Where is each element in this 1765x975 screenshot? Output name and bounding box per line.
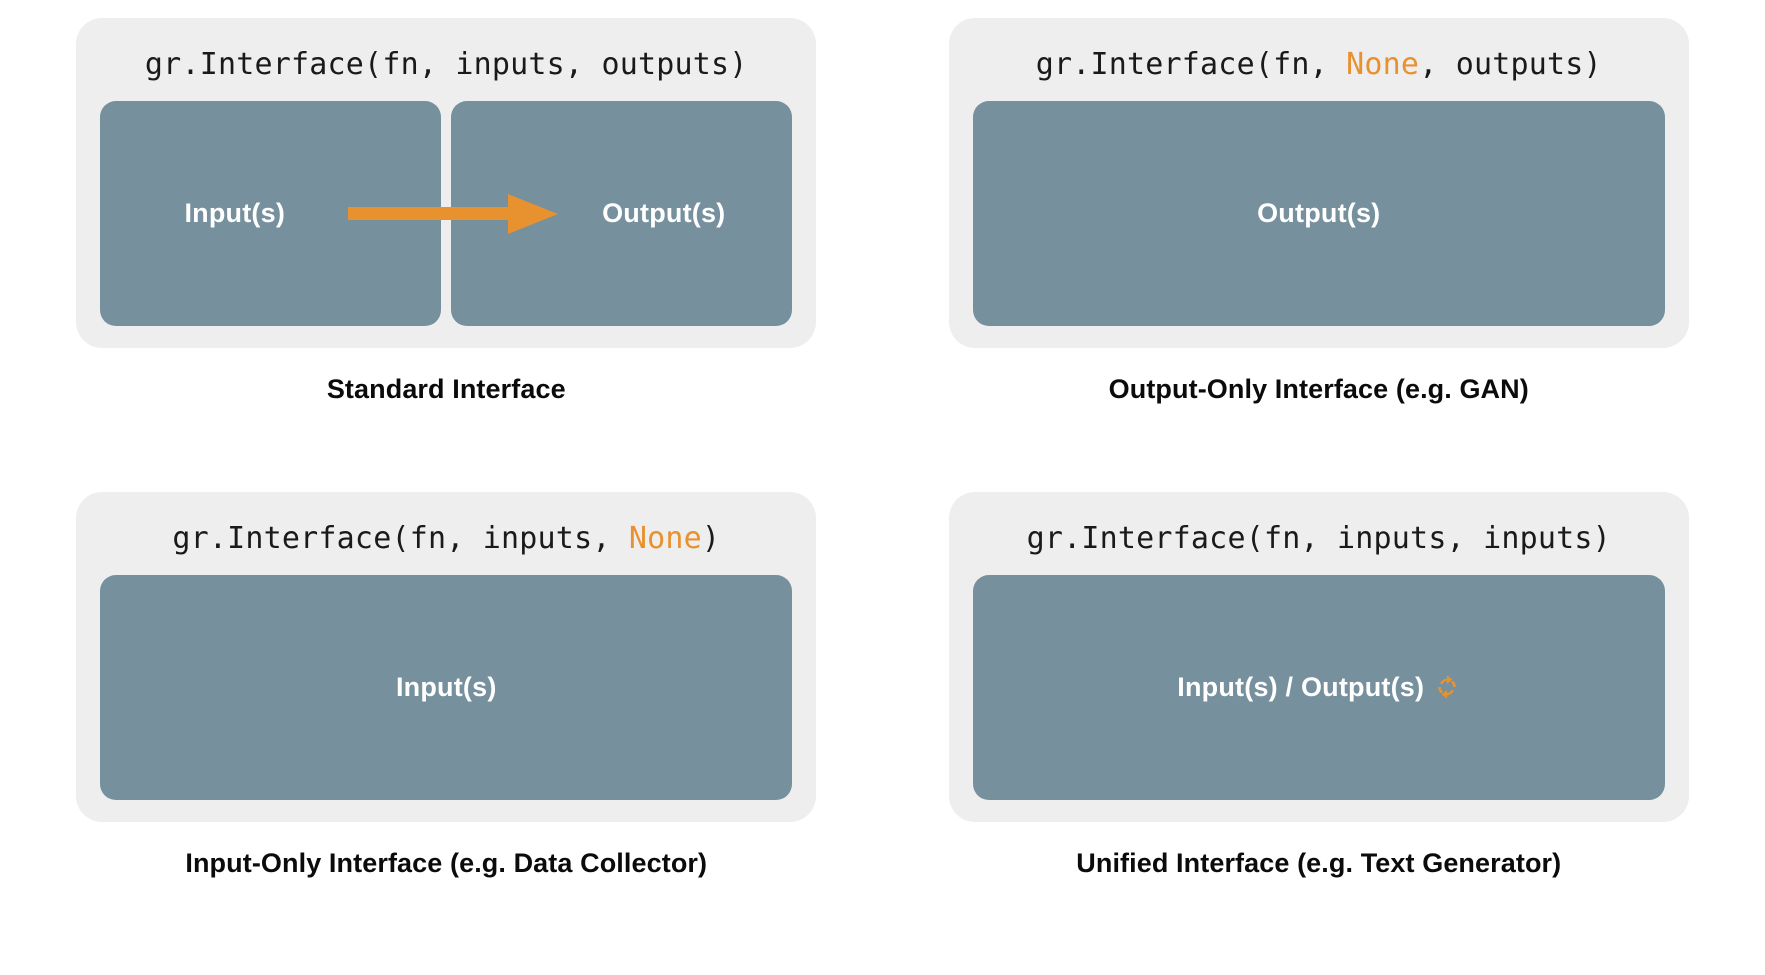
code-segment: gr.Interface(fn, inputs, inputs) [1026,520,1611,556]
code-segment: gr.Interface(fn, inputs, [172,520,629,556]
box-inputs-only[interactable]: Input(s) [100,574,793,800]
caption-output-only-interface: Output-Only Interface (e.g. GAN) [1108,374,1529,404]
box-outputs-only[interactable]: Output(s) [972,101,1665,326]
panel-unified-interface: gr.Interface(fn, inputs, inputs) Input(s… [948,491,1689,822]
box-label: Output(s) [1257,198,1381,228]
box-label-wrapper: Input(s) / Output(s) [1177,672,1460,703]
panel-output-only-interface: gr.Interface(fn, None, outputs) Output(s… [948,18,1689,348]
box-label: Input(s) / Output(s) [1177,671,1425,702]
box-row-output-only: Output(s) [972,101,1665,326]
box-label: Input(s) [395,671,497,702]
caption-standard-interface: Standard Interface [326,374,566,404]
quadrant-output-only-interface: gr.Interface(fn, None, outputs) Output(s… [903,18,1736,492]
loop-refresh-icon [1438,675,1457,699]
code-segment: ) [701,520,721,556]
code-segment: gr.Interface(fn, [1035,47,1347,82]
code-header-input-only: gr.Interface(fn, inputs, None) [172,506,720,575]
code-segment-none: None [1346,47,1420,82]
quadrant-standard-interface: gr.Interface(fn, inputs, outputs) Input(… [30,18,863,492]
code-header-standard: gr.Interface(fn, inputs, outputs) [145,32,748,101]
caption-input-only-interface: Input-Only Interface (e.g. Data Collecto… [185,847,708,878]
code-segment: gr.Interface(fn, inputs, outputs) [144,47,748,82]
code-header-output-only: gr.Interface(fn, None, outputs) [1036,32,1602,101]
box-inputs-standard[interactable]: Input(s) [100,101,442,326]
code-segment: , outputs) [1419,47,1602,82]
caption-unified-interface: Unified Interface (e.g. Text Generator) [1076,847,1562,878]
quadrant-unified-interface: gr.Interface(fn, inputs, inputs) Input(s… [903,491,1736,966]
panel-standard-interface: gr.Interface(fn, inputs, outputs) Input(… [76,18,817,348]
box-label: Output(s) [602,198,726,228]
quadrant-input-only-interface: gr.Interface(fn, inputs, None) Input(s) … [30,491,863,966]
box-row-input-only: Input(s) [100,574,793,800]
box-row-unified: Input(s) / Output(s) [972,574,1665,800]
panel-input-only-interface: gr.Interface(fn, inputs, None) Input(s) [76,491,817,822]
box-label: Input(s) [184,198,286,228]
code-segment-none: None [628,520,702,556]
box-unified-io[interactable]: Input(s) / Output(s) [972,574,1665,800]
box-outputs-standard[interactable]: Output(s) [451,101,793,326]
code-header-unified: gr.Interface(fn, inputs, inputs) [1027,506,1611,575]
box-row-standard: Input(s) Output(s) [100,101,793,326]
